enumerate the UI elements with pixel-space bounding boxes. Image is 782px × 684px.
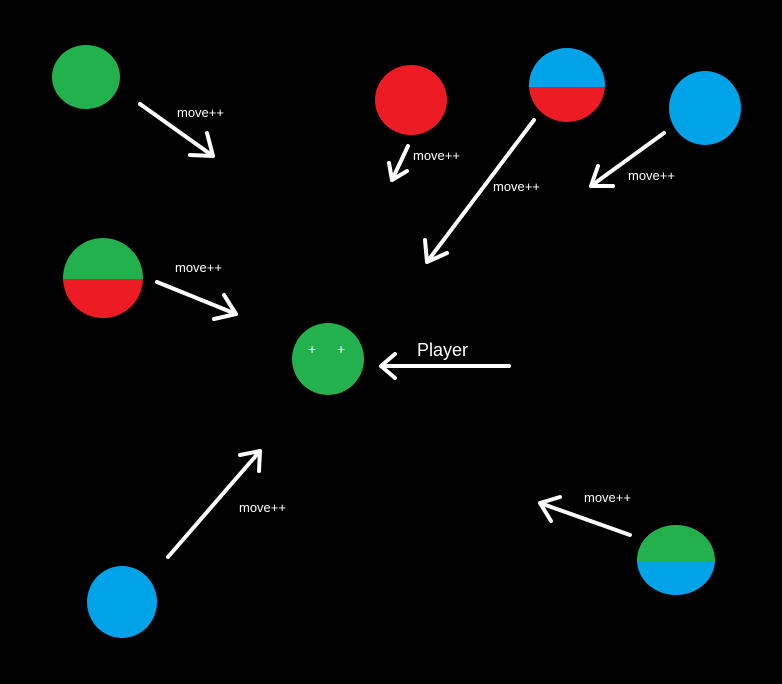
move-label-blue-top-right: move++ xyxy=(628,168,675,183)
arrow-green-red-left xyxy=(155,280,238,321)
move-label-green-blue-bottom-right: move++ xyxy=(584,490,631,505)
player-eye-left: + xyxy=(308,341,316,357)
circle-blue xyxy=(669,71,741,145)
player-label: Player xyxy=(417,340,468,360)
player: + + xyxy=(292,323,364,395)
move-label-red-top: move++ xyxy=(413,148,460,163)
half-blue xyxy=(529,48,605,87)
arrow-player-label xyxy=(379,352,511,380)
half-blue xyxy=(637,561,715,595)
arrow-red-top xyxy=(387,144,410,182)
arrow-blue-top-right xyxy=(589,131,666,188)
circle-green xyxy=(52,45,120,109)
circle-red xyxy=(375,65,447,135)
move-label-blue-red-top: move++ xyxy=(493,179,540,194)
arrow-green-blue-bottom-right xyxy=(538,495,632,537)
half-green xyxy=(63,238,143,279)
half-green xyxy=(637,525,715,561)
enemy-blue-red-top xyxy=(529,48,605,122)
circle-blue xyxy=(87,566,157,638)
arrow-blue-bottom-left xyxy=(166,449,262,559)
player-eye-right: + xyxy=(337,341,345,357)
half-red xyxy=(63,279,143,318)
player-body xyxy=(292,323,364,395)
enemy-blue-bottom-left xyxy=(87,566,157,638)
arrow-green-top-left xyxy=(138,102,215,158)
enemy-green-blue-bottom-right xyxy=(637,525,715,595)
move-label-blue-bottom-left: move++ xyxy=(239,500,286,515)
enemy-red-top xyxy=(375,65,447,135)
enemy-green-top-left xyxy=(52,45,120,109)
enemy-blue-top-right xyxy=(669,71,741,145)
half-red xyxy=(529,87,605,122)
arrow-blue-red-top xyxy=(423,118,536,264)
move-label-green-red-left: move++ xyxy=(175,260,222,275)
enemy-green-red-left xyxy=(63,238,143,318)
move-label-green-top-left: move++ xyxy=(177,105,224,120)
